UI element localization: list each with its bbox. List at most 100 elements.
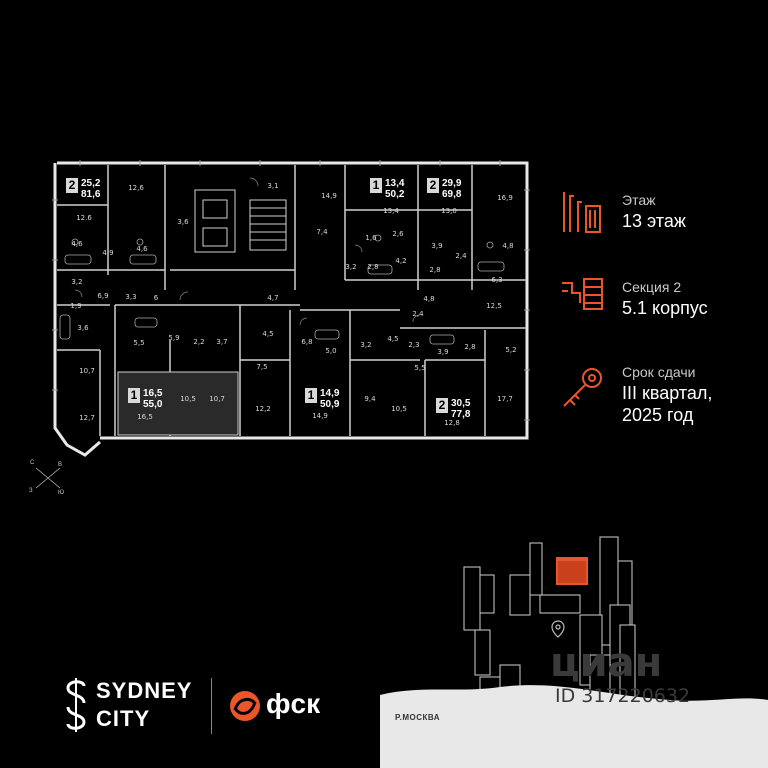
area-total: 55,0 <box>143 399 163 410</box>
room-area: 3,3 <box>125 293 137 301</box>
room-area: 4,8 <box>423 295 435 303</box>
room-area: 10,7 <box>209 395 225 403</box>
room-area: 6,3 <box>491 276 503 284</box>
room-area: 2,6 <box>392 230 404 238</box>
fsk-logo-text: фск <box>266 688 321 719</box>
room-area: 4,6 <box>136 245 148 253</box>
watermark-brand: циан <box>550 640 663 686</box>
room-area: 3,2 <box>345 263 357 271</box>
floor-value: 13 этаж <box>622 211 686 231</box>
room-area: 7,4 <box>316 228 328 236</box>
river-label: Р.МОСКВА <box>395 713 441 722</box>
room-area: 6 <box>153 294 159 302</box>
rooms-count: 1 <box>370 178 382 193</box>
area-total: 69,8 <box>442 189 462 200</box>
room-area: 4,7 <box>267 294 279 302</box>
floor-label: Этаж <box>622 192 656 208</box>
room-area: 7,5 <box>256 363 268 371</box>
room-area: 13,4 <box>383 207 399 215</box>
room-area: 12,2 <box>255 405 271 413</box>
room-area: 13,0 <box>441 207 457 215</box>
room-area: 3,7 <box>216 338 228 346</box>
compass-west: З <box>29 488 33 494</box>
room-area: 2,8 <box>429 266 441 274</box>
room-area: 10,5 <box>391 405 407 413</box>
room-area: 3,9 <box>437 348 449 356</box>
area-living: 14,9 <box>320 388 340 399</box>
fsk-logo-icon <box>230 691 260 721</box>
logo-divider <box>211 678 212 734</box>
room-area: 14,9 <box>321 192 337 200</box>
watermark-id: ID 317220632 <box>555 685 691 707</box>
rooms-count: 1 <box>128 388 140 403</box>
area-total: 81,6 <box>81 189 101 200</box>
deadline-label: Срок сдачи <box>622 364 696 380</box>
sydney-city-logo-icon <box>66 678 86 732</box>
room-area: 9,4 <box>364 395 376 403</box>
section-label: Секция 2 <box>622 279 682 295</box>
room-area: 2,8 <box>464 343 476 351</box>
room-area: 3,1 <box>267 182 279 190</box>
room-area: 1,6 <box>365 234 377 242</box>
rooms-count: 2 <box>66 178 78 193</box>
room-area: 16,5 <box>137 413 153 421</box>
section-icon <box>562 278 603 310</box>
area-living: 13,4 <box>385 178 405 189</box>
room-area: 4,9 <box>102 249 114 257</box>
area-total: 50,9 <box>320 399 340 410</box>
area-living: 16,5 <box>143 388 163 399</box>
rooms-count: 2 <box>436 398 448 413</box>
room-area: 3,2 <box>360 341 372 349</box>
room-area: 3,2 <box>71 278 83 286</box>
deadline-value-line2: 2025 год <box>622 405 694 425</box>
room-area: 5,0 <box>325 347 337 355</box>
room-area: 4,8 <box>502 242 514 250</box>
compass-south: Ю <box>58 490 65 496</box>
room-area: 6,9 <box>97 292 109 300</box>
area-total: 50,2 <box>385 189 405 200</box>
compass-east: В <box>58 462 63 468</box>
room-area: 12.6 <box>76 214 92 222</box>
room-area: 4,6 <box>71 240 83 248</box>
room-area: 5,5 <box>133 339 145 347</box>
room-area: 12,6 <box>128 184 144 192</box>
area-living: 30,5 <box>451 398 471 409</box>
room-area: 12,7 <box>79 414 95 422</box>
site-map <box>380 536 768 768</box>
area-living: 25,2 <box>81 178 101 189</box>
area-living: 29,9 <box>442 178 462 189</box>
deadline-value-line1: III квартал, <box>622 383 713 403</box>
room-area: 2,3 <box>408 341 420 349</box>
sydney-logo-text: SYDNEY <box>96 678 193 703</box>
room-area: 5,2 <box>505 346 517 354</box>
compass-icon <box>35 467 61 489</box>
room-area: 4,5 <box>262 330 274 338</box>
room-area: 17,7 <box>497 395 513 403</box>
rooms-count: 1 <box>305 388 317 403</box>
room-area: 16,9 <box>497 194 513 202</box>
room-area: 2,4 <box>412 310 424 318</box>
area-total: 77,8 <box>451 409 471 420</box>
compass-north: С <box>30 460 35 466</box>
section-value: 5.1 корпус <box>622 298 708 318</box>
room-area: 3,9 <box>431 242 443 250</box>
room-area: 10,5 <box>180 395 196 403</box>
room-area: 14,9 <box>312 412 328 420</box>
room-area: 5,9 <box>168 334 180 342</box>
room-area: 6,8 <box>301 338 313 346</box>
key-icon <box>563 368 602 407</box>
room-area: 1,9 <box>70 302 82 310</box>
room-area: 3,6 <box>77 324 89 332</box>
room-area: 2,8 <box>367 263 379 271</box>
city-logo-text: CITY <box>96 706 151 731</box>
floor-icon <box>563 192 601 233</box>
room-area: 3,6 <box>177 218 189 226</box>
